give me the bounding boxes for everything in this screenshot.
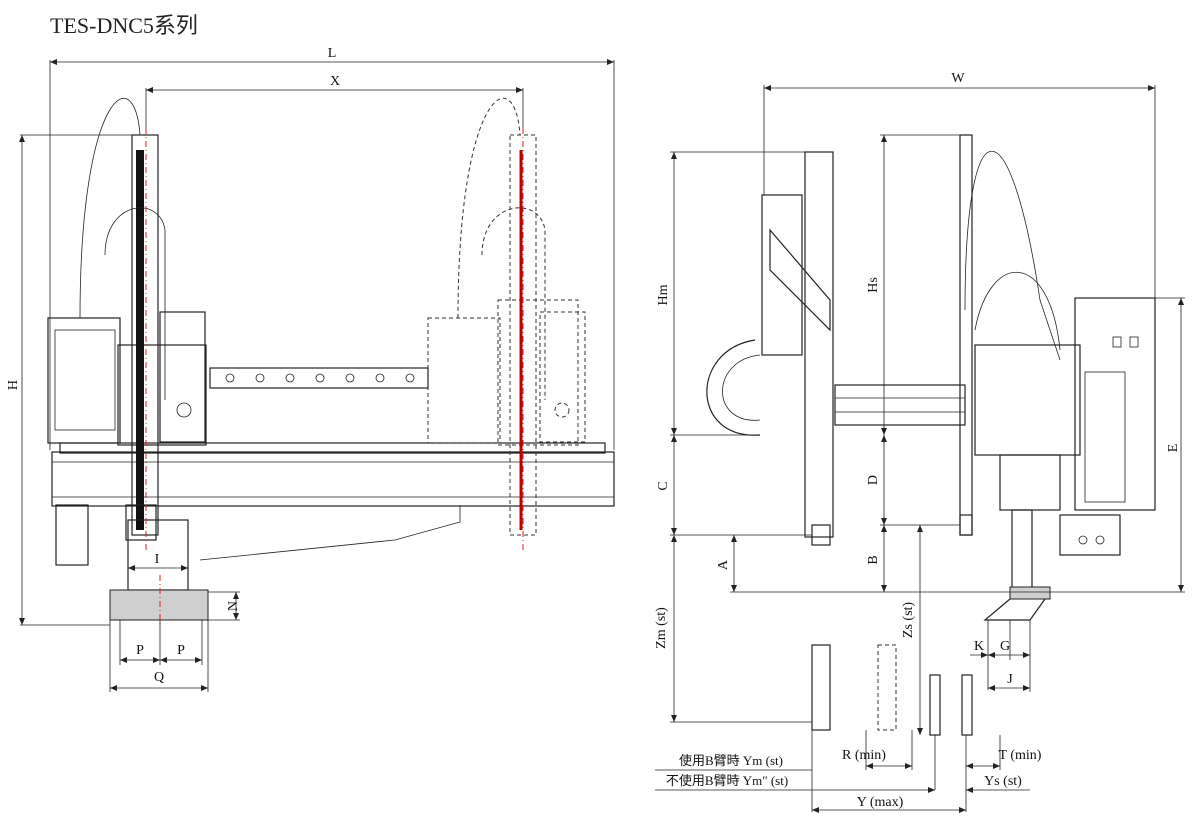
dim-Ys-label: Ys (st): [984, 774, 1022, 789]
front-view: L X H I N P P Q: [6, 46, 615, 692]
dim-I-label: I: [155, 552, 160, 567]
dim-K-label: K: [974, 639, 984, 654]
left-carriage: [47, 97, 207, 566]
dim-Zs-label: Zs (st): [901, 602, 916, 639]
dim-Q-label: Q: [154, 670, 164, 685]
dim-R-label: R (min): [842, 748, 886, 763]
dim-P2-label: P: [177, 643, 185, 658]
control-box: [1074, 297, 1156, 511]
main-arm-column: [804, 151, 834, 538]
dim-Zm-label: Zm (st): [654, 607, 669, 649]
dim-L-label: L: [328, 46, 337, 61]
dim-A-label: A: [716, 559, 731, 570]
page-title: TES-DNC5系列: [50, 13, 198, 38]
dim-B-label: B: [866, 555, 881, 564]
dim-C-label: C: [656, 481, 671, 490]
dim-Ym-label: 使用B臂時 Ym (st): [679, 753, 783, 768]
dim-Hs-label: Hs: [866, 277, 881, 293]
right-carriage: [427, 97, 586, 536]
base-pedestal: [109, 519, 209, 625]
dim-P1-label: P: [136, 643, 144, 658]
dim-G-label: G: [1000, 639, 1010, 654]
dim-Y-label: Y (max): [857, 795, 904, 810]
crossbeam: [834, 384, 966, 426]
dim-T-label: T (min): [999, 748, 1042, 763]
gripper-positions: [811, 514, 973, 736]
dim-N-label: N: [226, 601, 241, 611]
dim-J-label: J: [1007, 672, 1013, 687]
side-view: W Hm C Zm (st) A Hs D B Zs (st): [654, 71, 1185, 813]
dim-D-label: D: [866, 475, 881, 485]
dim-H-label: H: [6, 380, 21, 390]
sub-arm-column: [959, 134, 973, 536]
right-vertical-arm: [509, 134, 537, 536]
left-vertical-arm: [131, 134, 159, 536]
dim-E-label: E: [1166, 444, 1181, 453]
cable-track: [209, 367, 429, 389]
dim-X-label: X: [330, 74, 340, 89]
dim-Ym2-label: 不使用B臂時 Ym" (st): [666, 773, 788, 788]
dim-Hm-label: Hm: [656, 284, 671, 305]
main-beam: [51, 451, 615, 507]
dim-W-label: W: [951, 71, 965, 86]
